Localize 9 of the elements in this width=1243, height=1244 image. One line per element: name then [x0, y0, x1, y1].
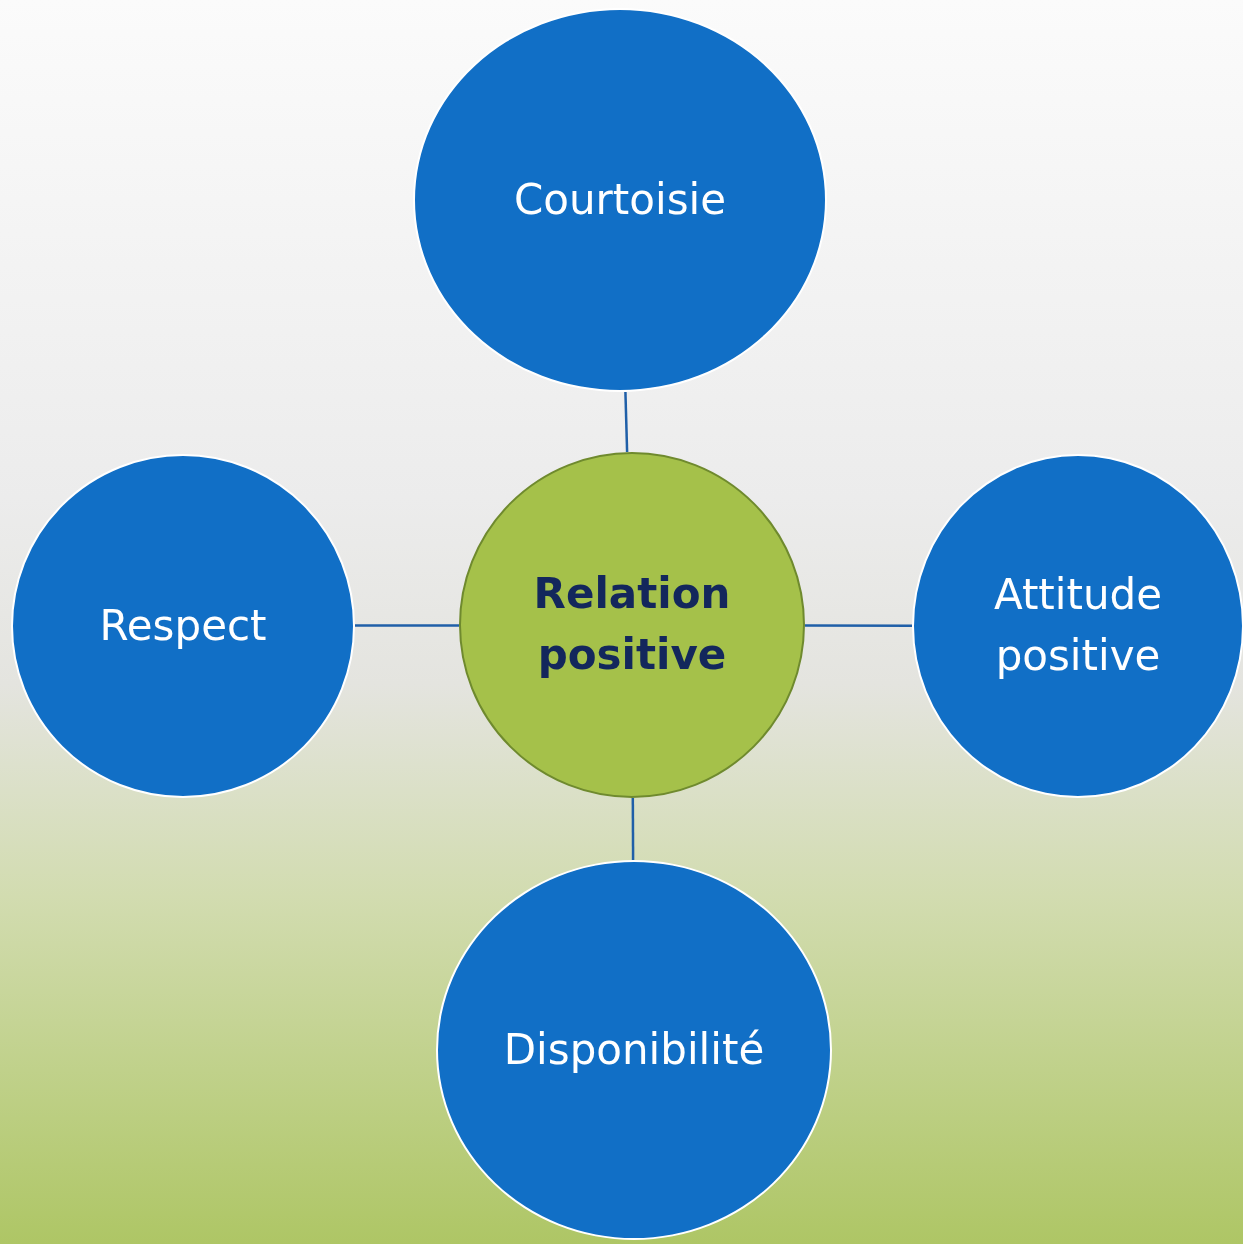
circle-label: Relation positive — [532, 568, 732, 681]
circle-label: Disponibilité — [503, 1023, 765, 1076]
circle-label: Respect — [99, 599, 267, 652]
connector-line — [805, 624, 912, 627]
circle-label: Attitude positive — [992, 569, 1164, 682]
connector-line — [355, 624, 459, 627]
connector-line — [631, 798, 635, 860]
connector-line — [624, 391, 629, 453]
circle-label: Courtoisie — [513, 173, 727, 226]
